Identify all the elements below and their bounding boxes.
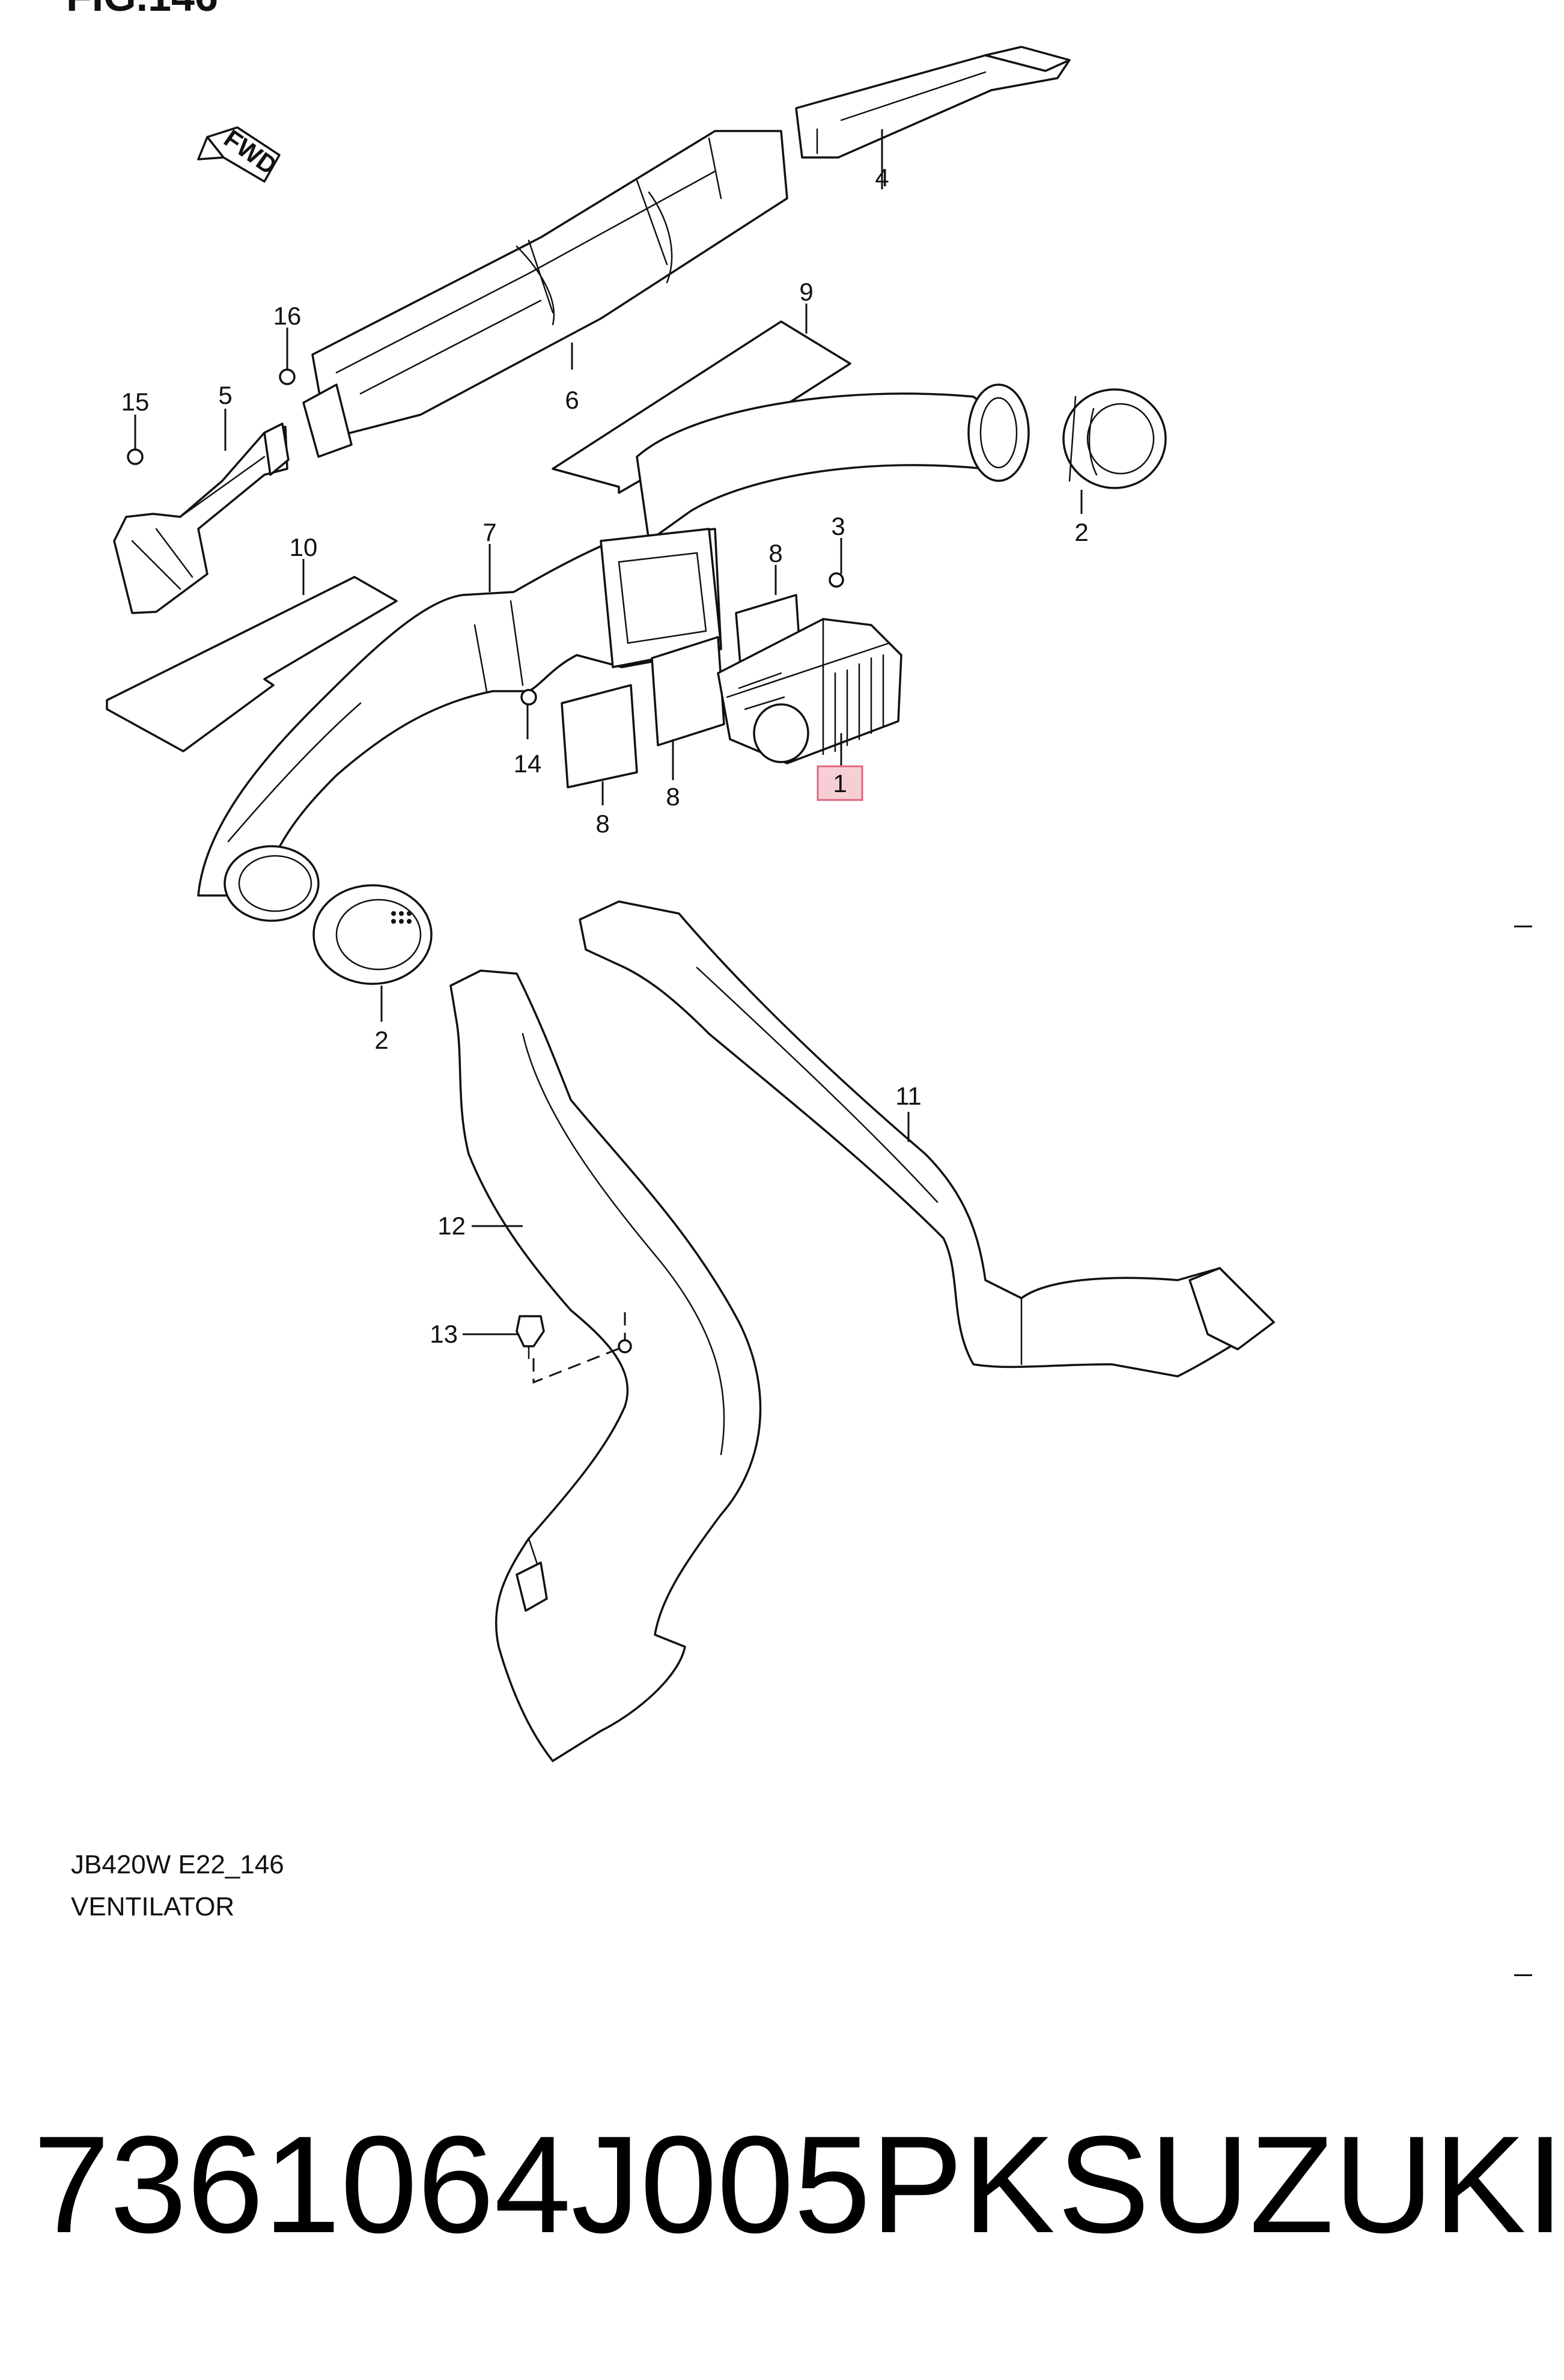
callout-5: 5	[218, 381, 232, 409]
fwd-arrow-icon: FWD	[197, 124, 282, 183]
clip-part-13	[516, 1315, 545, 1359]
callout-10: 10	[290, 533, 318, 561]
callout-8-lower: 8	[595, 810, 609, 838]
figure-code: JB420W E22_146	[71, 1850, 284, 1879]
figure-title: FIG.146	[66, 0, 218, 20]
duct-part-11	[579, 900, 1275, 1378]
callout-12: 12	[437, 1212, 466, 1240]
screw-part-3	[829, 572, 844, 588]
part-number: 7361064J005PK	[33, 2107, 1055, 2262]
duct-part-4	[795, 46, 1071, 159]
callout-2-left: 2	[374, 1026, 388, 1054]
duct-part-12	[449, 969, 762, 1762]
callout-16: 16	[273, 302, 302, 330]
callout-6: 6	[565, 386, 579, 414]
footer-band	[0, 1983, 1532, 2380]
callout-14: 14	[514, 749, 542, 778]
figure-name: VENTILATOR	[71, 1892, 235, 1921]
vent-part-2-left	[312, 884, 433, 985]
callout-15: 15	[121, 388, 150, 416]
callout-7: 7	[482, 518, 496, 546]
callout-11: 11	[895, 1082, 922, 1110]
callout-8-upper: 8	[768, 539, 782, 567]
vent-part-1	[717, 618, 902, 764]
brand-name: SUZUKI	[1057, 2107, 1564, 2262]
duct-part-2-right	[636, 383, 1167, 542]
screw-part-16	[279, 368, 296, 385]
callout-8-middle: 8	[666, 783, 680, 811]
callout-1: 1	[833, 769, 847, 798]
duct-part-6	[302, 130, 788, 458]
callout-labels: 1 2 2 3 4 5 6 7 8 8 8 9 10 11 12 13 14 1…	[121, 163, 1089, 1348]
screw-part-15	[127, 448, 144, 465]
leader-lines	[134, 129, 1083, 1384]
callout-13: 13	[430, 1320, 458, 1348]
duct-part-5	[113, 423, 290, 614]
callout-3: 3	[831, 512, 845, 540]
callout-9: 9	[799, 278, 813, 306]
callout-2-right: 2	[1074, 518, 1088, 546]
highlighted-callout-box	[817, 765, 863, 801]
screw-part-14	[520, 689, 537, 706]
gasket-part-10	[106, 576, 398, 752]
crop-mark	[1514, 1974, 1532, 1976]
parts-diagram: FIG.146 FWD	[66, 0, 1275, 1762]
duct-part-7	[197, 528, 722, 922]
callout-4: 4	[875, 163, 889, 192]
crop-mark	[1514, 926, 1532, 927]
